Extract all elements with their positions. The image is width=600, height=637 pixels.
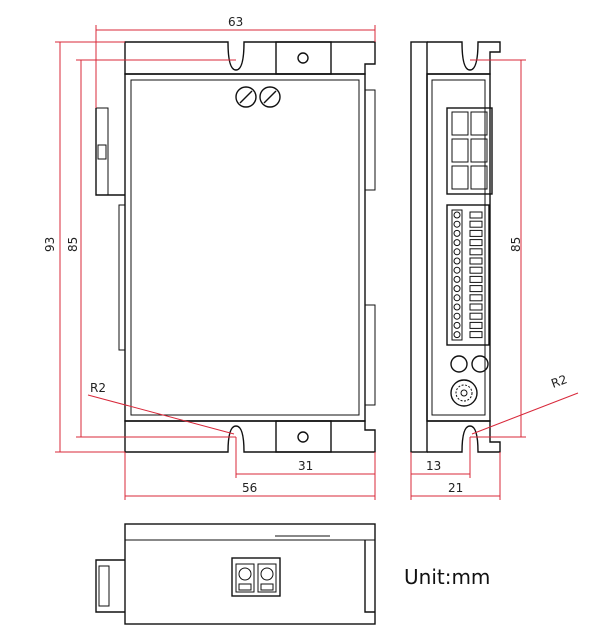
led-right-icon: [471, 355, 489, 373]
signal-pin: [453, 220, 461, 228]
signal-pin-slot: [469, 331, 483, 339]
bottom-terminal-right: [257, 563, 277, 593]
side-dim-13-label: 13: [426, 459, 441, 473]
bottom-screw-left-icon: [238, 567, 252, 581]
signal-pin-slot: [469, 266, 483, 274]
signal-pin: [453, 331, 461, 339]
signal-pin-slot: [469, 220, 483, 228]
signal-pin: [453, 312, 461, 320]
front-body: [124, 73, 366, 422]
side-bottom-flange: [427, 420, 501, 453]
dial-switch-teeth: [455, 384, 473, 402]
bottom-terminal-connector: [231, 557, 281, 597]
dim-31-label: 31: [298, 459, 313, 473]
dim-85-label: 85: [66, 237, 80, 252]
signal-pin-slot: [469, 303, 483, 311]
signal-pin-slot: [469, 229, 483, 237]
bottom-view: [95, 523, 376, 625]
signal-pin-slot: [469, 257, 483, 265]
power-pin-1: [451, 111, 469, 136]
unit-label: Unit:mm: [404, 565, 490, 589]
dial-switch-center: [460, 389, 468, 397]
front-bracket-clip: [97, 144, 107, 160]
front-view: [95, 41, 376, 453]
screw-left-icon: [235, 86, 257, 108]
bottom-screw-right-icon: [260, 567, 274, 581]
signal-pin: [453, 266, 461, 274]
screw-left-slot: [239, 90, 253, 104]
signal-pin: [453, 294, 461, 302]
dial-switch-icon: [450, 379, 478, 407]
side-dim-21-label: 21: [448, 481, 463, 495]
side-panel-inner: [431, 79, 486, 416]
dim-r2-leader: [87, 394, 235, 435]
power-pin-2: [470, 111, 488, 136]
front-bracket-edge: [95, 107, 109, 196]
front-bottom-mount-block: [275, 420, 332, 453]
bottom-bracket-clip: [98, 565, 110, 607]
dim-93-label: 93: [43, 237, 57, 252]
dim-56-label: 56: [242, 481, 257, 495]
signal-pin: [453, 257, 461, 265]
bottom-body: [124, 523, 376, 625]
power-pin-4: [470, 138, 488, 163]
signal-pin: [453, 248, 461, 256]
signal-pin-slot: [469, 275, 483, 283]
signal-pin-slot: [469, 321, 483, 329]
front-body-inner: [130, 79, 360, 416]
signal-pin: [453, 321, 461, 329]
signal-pin-slot: [469, 294, 483, 302]
led-left-icon: [450, 355, 468, 373]
signal-pin: [453, 303, 461, 311]
signal-pin-slot: [469, 285, 483, 293]
screw-right-slot: [263, 90, 277, 104]
bottom-right-step: [364, 540, 375, 613]
signal-pin-slot: [469, 211, 483, 219]
signal-terminal-pins: [453, 211, 483, 339]
signal-pin-slot: [469, 312, 483, 320]
dim-63-label: 63: [228, 15, 243, 29]
side-dim-r2-leader: [471, 392, 579, 435]
screw-right-icon: [259, 86, 281, 108]
front-dimensions: 63 93 85 R2 31 56: [43, 15, 376, 500]
front-bottom-mount-hole: [297, 431, 309, 443]
side-top-flange: [427, 41, 501, 75]
side-dim-r2-label: R2: [549, 372, 569, 391]
bottom-terminal-left: [235, 563, 255, 593]
side-dim-85-label: 85: [509, 237, 523, 252]
signal-terminal-strip: [451, 209, 463, 341]
signal-pin: [453, 211, 461, 219]
front-top-mount-block: [275, 41, 332, 75]
front-right-rib-bottom: [364, 304, 376, 406]
signal-terminal-block: [446, 204, 490, 346]
power-pin-6: [470, 165, 488, 190]
power-pin-5: [451, 165, 469, 190]
front-right-rib-top: [364, 89, 376, 191]
side-panel: [426, 73, 491, 422]
side-mount-strip: [410, 41, 428, 453]
signal-pin-slot: [469, 248, 483, 256]
front-bracket-tab: [95, 108, 125, 196]
power-pin-3: [451, 138, 469, 163]
side-dimensions: 85 R2 13 21: [410, 59, 579, 500]
signal-pin: [453, 285, 461, 293]
dim-r2-label: R2: [90, 381, 106, 395]
signal-pin: [453, 229, 461, 237]
signal-pin-slot: [469, 239, 483, 247]
bottom-wire-entry-left: [238, 583, 252, 591]
front-top-mount-hole: [297, 52, 309, 64]
bottom-bracket: [95, 559, 125, 613]
signal-pin: [453, 239, 461, 247]
front-left-rail: [118, 204, 126, 351]
signal-pin: [453, 275, 461, 283]
front-top-flange: [124, 41, 376, 75]
bottom-wire-entry-right: [260, 583, 274, 591]
side-view: [410, 41, 501, 453]
power-connector: [446, 107, 493, 195]
